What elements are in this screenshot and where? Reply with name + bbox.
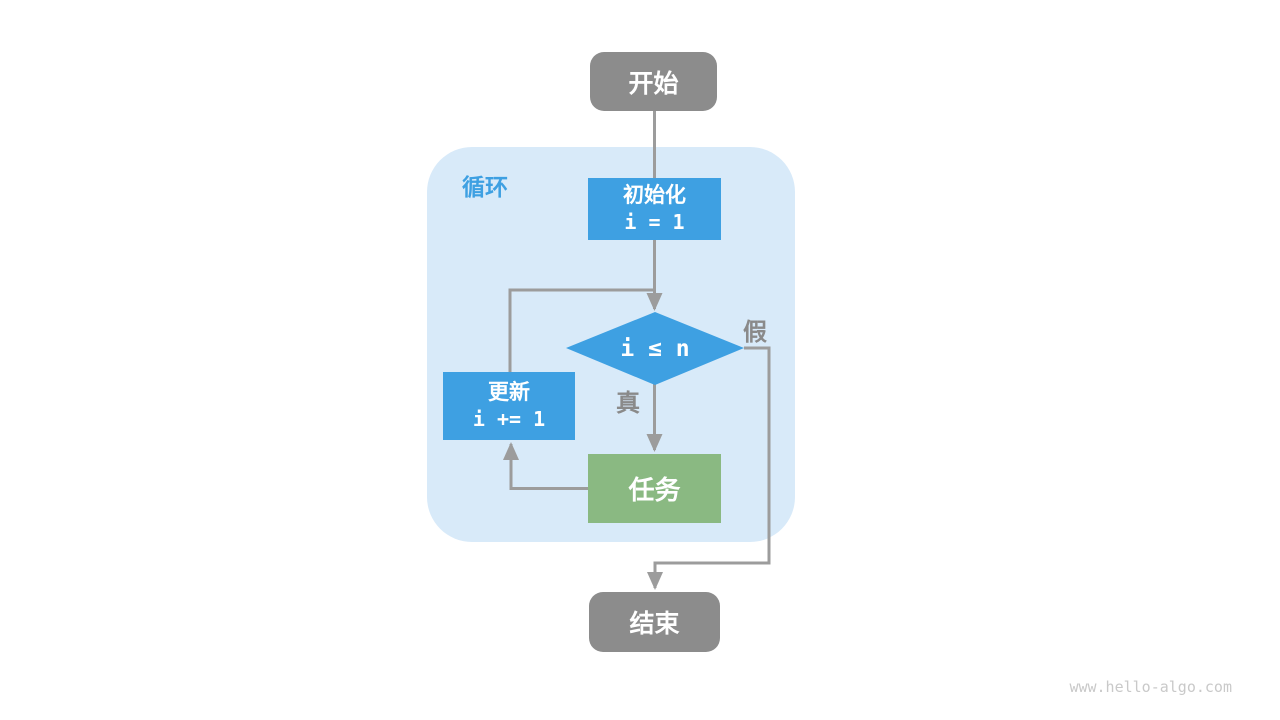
condition-diamond-shape: [566, 312, 744, 385]
end-node: 结束: [589, 592, 720, 652]
edge-update-to-condition: [508, 288, 653, 372]
update-node-title: 更新: [488, 381, 530, 405]
init-node-code: i = 1: [624, 209, 685, 234]
condition-node: i ≤ n: [566, 313, 744, 384]
end-node-label: 结束: [629, 610, 680, 638]
update-node-code: i += 1: [472, 406, 546, 431]
task-node: 任务: [588, 454, 721, 523]
update-node: 更新 i += 1: [443, 372, 575, 440]
edge-condition-to-end: [647, 346, 771, 590]
edge-task-to-update: [503, 442, 588, 490]
branch-label-false: 假: [743, 319, 767, 346]
branch-label-true: 真: [616, 390, 640, 417]
task-node-label: 任务: [628, 475, 681, 505]
init-node-title: 初始化: [623, 184, 686, 208]
init-node: 初始化 i = 1: [588, 178, 721, 240]
start-node-label: 开始: [628, 69, 679, 98]
loop-container-label: 循环: [462, 174, 508, 200]
start-node: 开始: [590, 52, 717, 111]
condition-node-code: i ≤ n: [620, 335, 690, 362]
watermark: www.hello-algo.com: [1069, 678, 1232, 696]
